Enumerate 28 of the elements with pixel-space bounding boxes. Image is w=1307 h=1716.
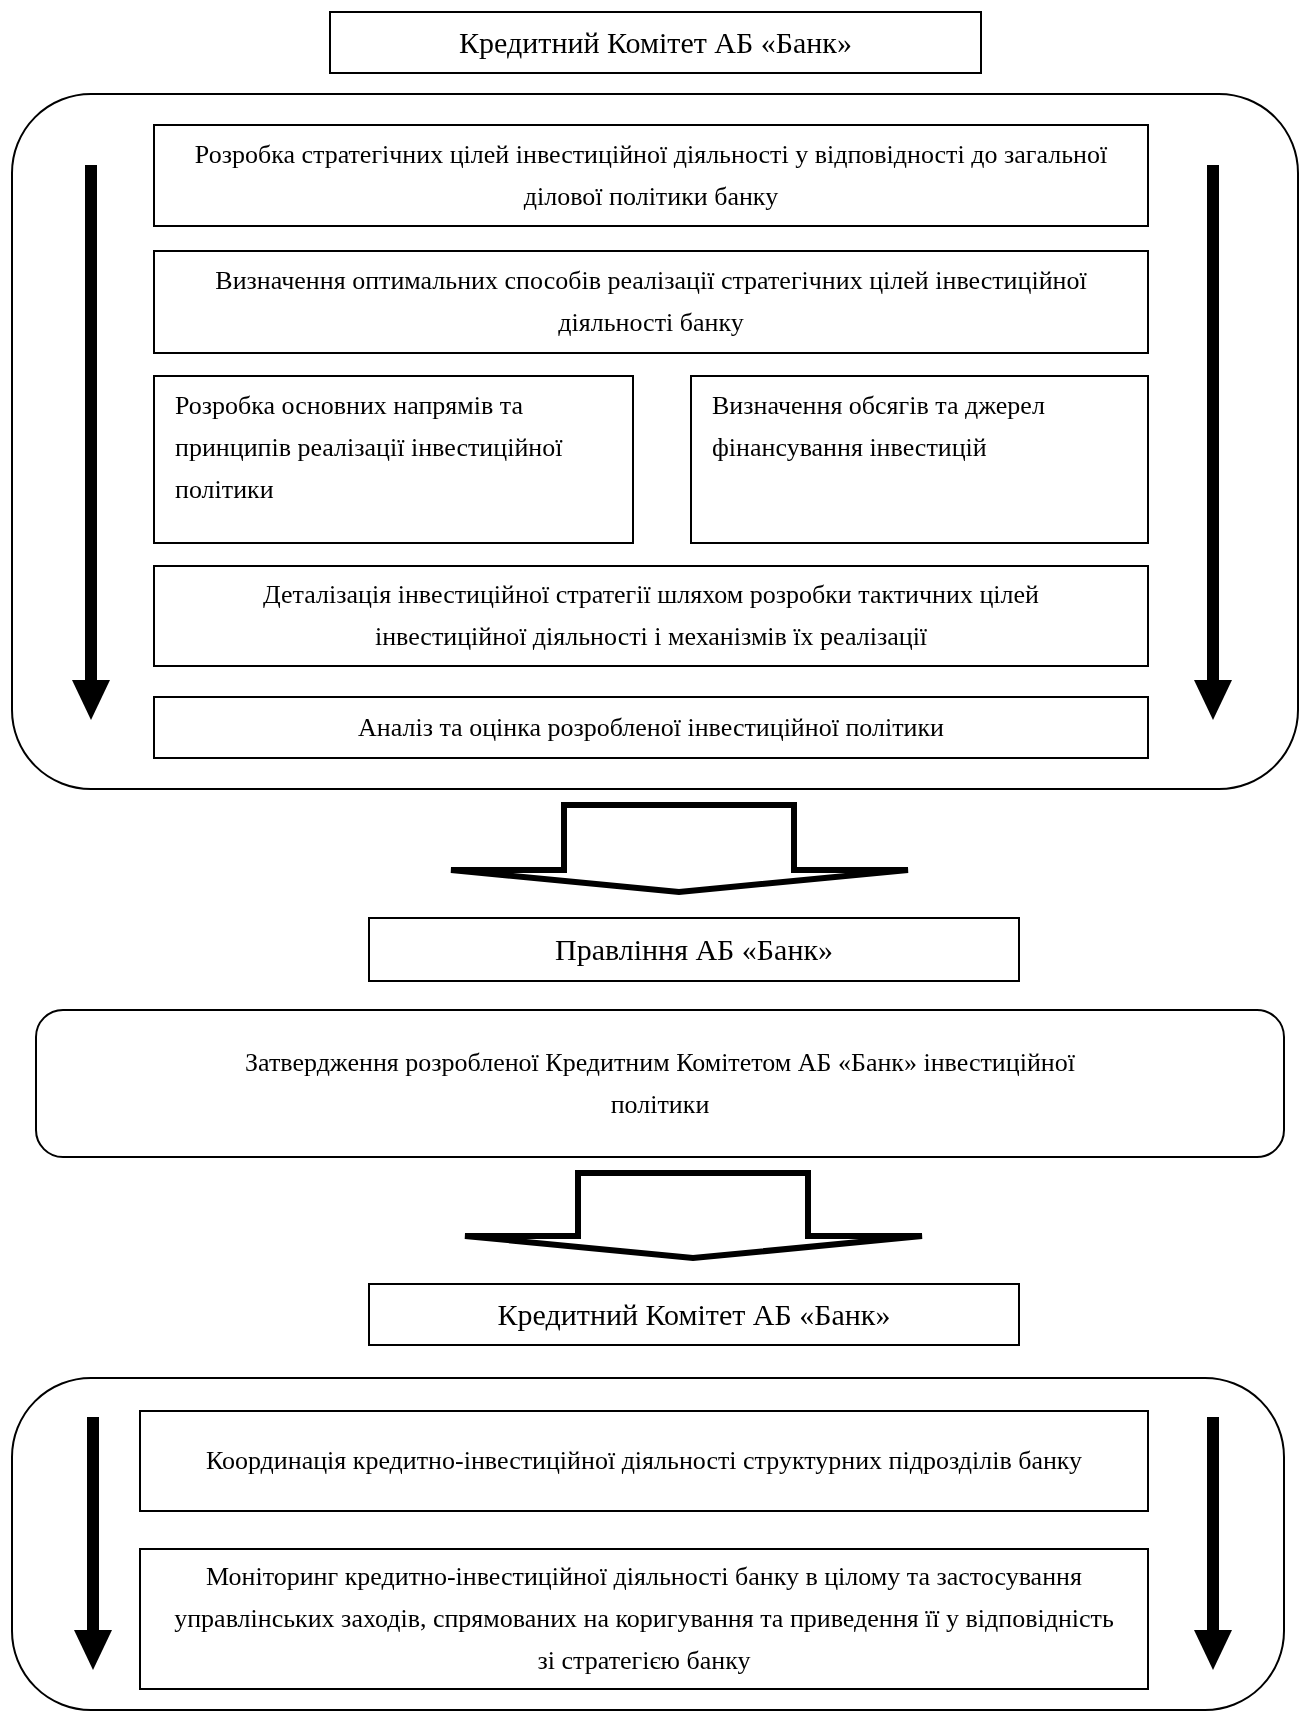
process-box xyxy=(153,565,1149,667)
process-box xyxy=(153,124,1149,227)
box-text: Визначення обсягів та джерел фінансування інвестицій xyxy=(712,390,1046,464)
process-box xyxy=(153,250,1149,354)
box-text: Моніторинг кредитно-інвестиційної діяльності банку в цілому та застосування управлінських заходів, спрямованих на коригування та приведення її у відповідність зі стратегією банку xyxy=(173,1561,1115,1677)
box-text: Розробка стратегічних цілей інвестиційної діяльності у відповідності до загальної ділової політики банку xyxy=(193,138,1109,213)
box-text: Аналіз та оцінка розробленої інвестиційної політики xyxy=(358,711,944,744)
box-text: Кредитний Комітет АБ «Банк» xyxy=(497,1297,891,1333)
box-text: Розробка основних напрямів та принципів реалізації інвестиційної політики xyxy=(175,390,564,506)
box-text: Деталізація інвестиційної стратегії шляхом розробки тактичних цілей інвестиційної діяльності і механізмів їх реалізації xyxy=(262,579,1040,653)
approval-box xyxy=(35,1009,1285,1158)
title-box xyxy=(329,11,982,74)
process-box xyxy=(139,1548,1149,1690)
block-arrow xyxy=(448,802,911,895)
box-text: Правління АБ «Банк» xyxy=(555,932,833,968)
process-box xyxy=(153,696,1149,759)
process-box xyxy=(139,1410,1149,1512)
box-text: Координація кредитно-інвестиційної діяльності структурних підрозділів банку xyxy=(205,1445,1083,1477)
group-frame xyxy=(11,1377,1285,1711)
process-box xyxy=(153,375,634,544)
box-text: Кредитний Комітет АБ «Банк» xyxy=(459,25,852,61)
box-text: Визначення оптимальних способів реалізації стратегічних цілей інвестиційної діяльності банку xyxy=(214,265,1088,339)
box-text: Затвердження розробленої Кредитним Комітетом АБ «Банк» інвестиційної політики xyxy=(244,1046,1076,1121)
title-box xyxy=(368,1283,1020,1346)
block-arrow xyxy=(462,1170,925,1261)
title-box xyxy=(368,917,1020,982)
process-box xyxy=(690,375,1149,544)
group-frame xyxy=(11,93,1299,790)
